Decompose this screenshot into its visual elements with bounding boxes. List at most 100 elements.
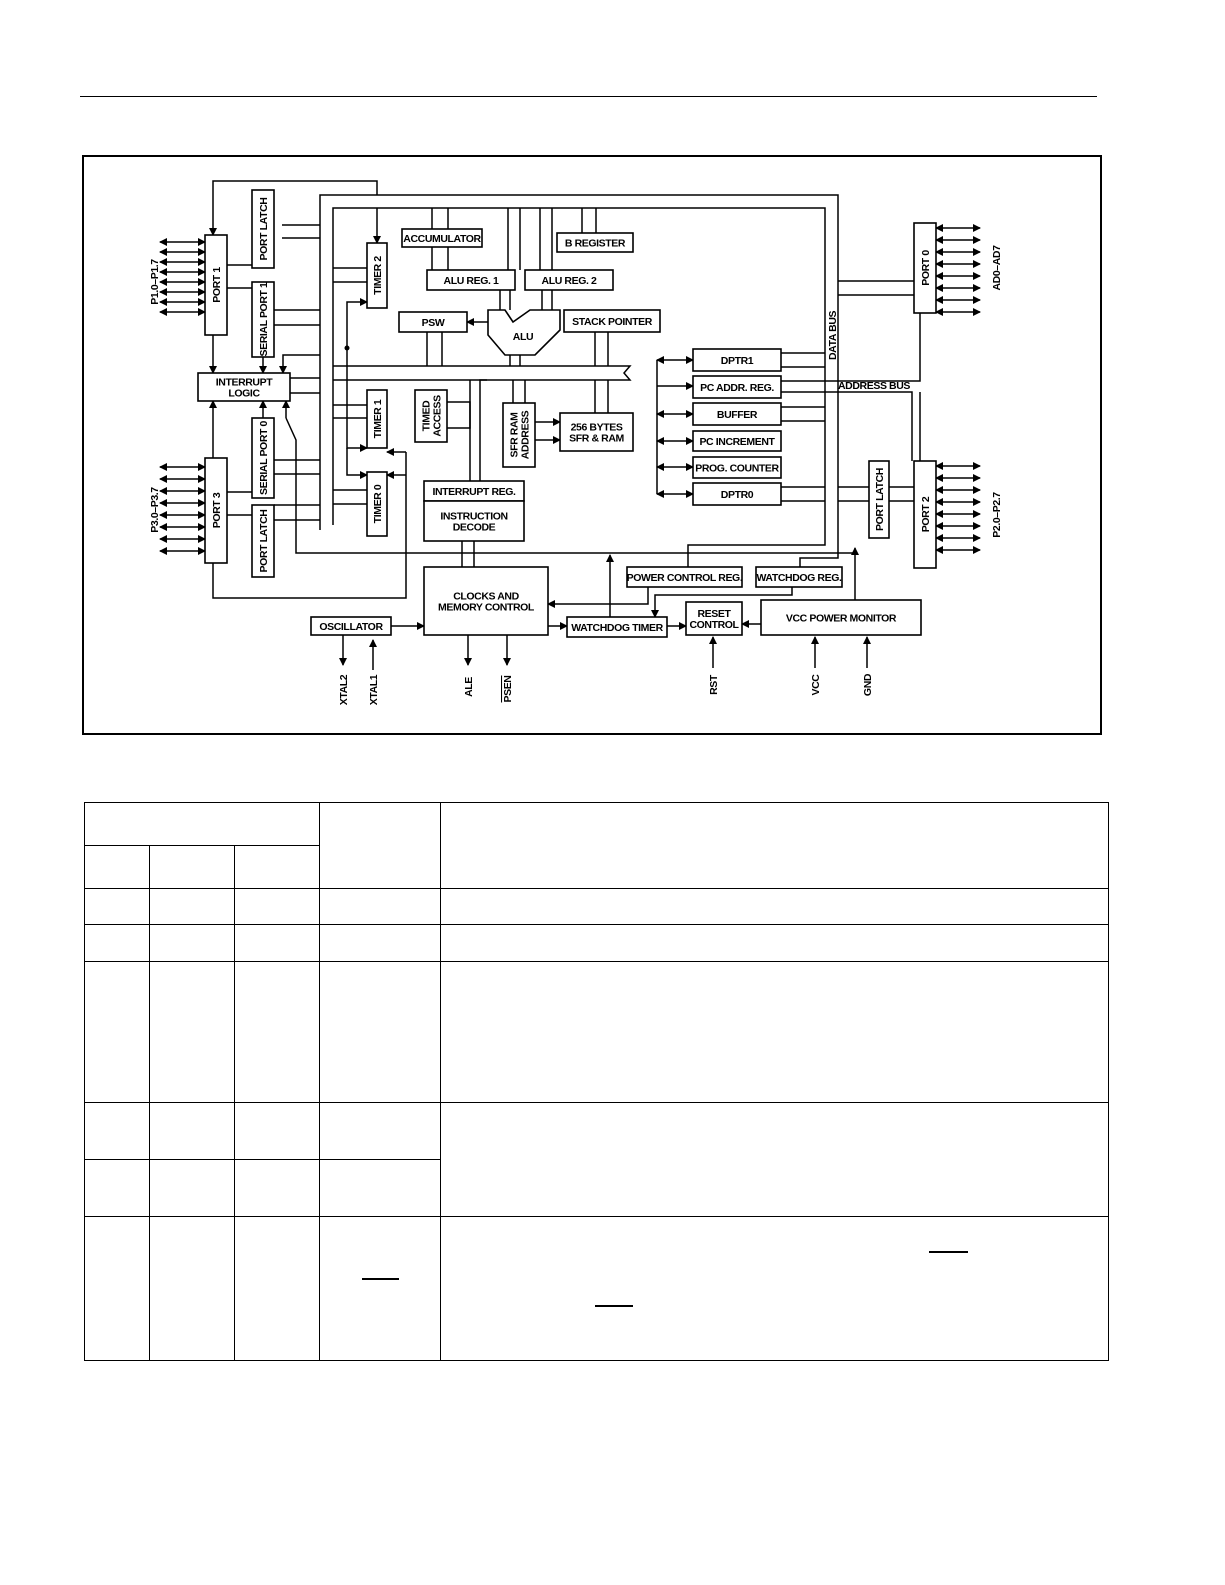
block-timer0: TIMER 0 (366, 471, 388, 537)
block-accumulator: ACCUMULATOR (401, 228, 483, 248)
block-label: RESET (697, 608, 731, 620)
block-label: PORT 1 (211, 267, 223, 303)
pin-label-rst: RST (708, 674, 720, 695)
block-label: MEMORY CONTROL (438, 602, 535, 614)
block-label: TIMER 1 (372, 399, 384, 438)
table-header-row (84, 802, 1109, 889)
block-label: SERIAL PORT 1 (258, 282, 270, 357)
block-prog-counter: PROG. COUNTER (692, 456, 782, 479)
block-serial-port-0: SERIAL PORT 0 (251, 417, 275, 499)
block-label: PORT LATCH (874, 468, 886, 531)
pin-label-psen: PSEN (502, 676, 514, 703)
block-label: ALU REG. 1 (444, 275, 499, 287)
block-label: B REGISTER (565, 238, 626, 250)
block-port1: PORT 1 (204, 234, 228, 336)
table-header-cell (149, 845, 235, 889)
pin-label-p1: P1.0–P1.7 (149, 259, 161, 305)
table-header-cell (440, 802, 1109, 889)
block-label: PORT 0 (920, 250, 932, 286)
block-label: PORT LATCH (258, 198, 270, 261)
block-b-register: B REGISTER (556, 232, 634, 253)
block-port0: PORT 0 (913, 222, 937, 314)
pin-label-gnd: GND (862, 673, 874, 696)
block-timer1: TIMER 1 (366, 389, 388, 449)
block-pc-increment: PC INCREMENT (692, 430, 782, 452)
table-row (84, 1102, 1109, 1217)
block-port3: PORT 3 (204, 457, 228, 564)
block-stack-pointer: STACK POINTER (563, 309, 661, 333)
block-label: VCC POWER MONITOR (786, 613, 897, 625)
block-label: DECODE (453, 522, 496, 534)
table-header-cell (234, 845, 320, 889)
table-row (84, 1159, 1109, 1217)
block-label: PSW (422, 317, 445, 329)
block-label: CLOCKS AND (453, 591, 519, 603)
block-label: ACCUMULATOR (403, 233, 481, 245)
block-port-latch-3: PORT LATCH (251, 504, 275, 578)
block-power-control-reg: POWER CONTROL REG. (626, 566, 743, 588)
block-label: 256 BYTES (571, 422, 623, 434)
block-label: PORT LATCH (258, 510, 270, 573)
overline-mark (595, 1305, 633, 1307)
table-header-cell (319, 802, 441, 889)
block-label: INTERRUPT (216, 377, 273, 389)
block-label: WATCHDOG TIMER (571, 622, 663, 634)
header-rule (80, 96, 1097, 97)
block-label: ADDRESS (520, 410, 532, 459)
pin-label-p2: P2.0–P2.7 (991, 492, 1003, 538)
block-alu-reg2: ALU REG. 2 (524, 269, 614, 291)
table-header-cell (84, 845, 150, 889)
block-label: INSTRUCTION (440, 511, 507, 523)
block-label: PC ADDR. REG. (700, 382, 774, 394)
table-header-cell (84, 802, 320, 846)
block-label: PROG. COUNTER (695, 463, 779, 475)
overline-mark (362, 1278, 399, 1280)
block-label: ALU REG. 2 (542, 275, 597, 287)
block-pc-addr-reg: PC ADDR. REG. (692, 375, 782, 399)
block-label: DPTR1 (721, 355, 754, 367)
block-label: STACK POINTER (572, 316, 653, 328)
data-bus-label: DATA BUS (827, 311, 839, 360)
block-label: SFR RAM (509, 412, 521, 458)
block-label: CONTROL (689, 619, 739, 631)
block-label: DPTR0 (721, 489, 754, 501)
block-interrupt-reg: INTERRUPT REG. (423, 480, 525, 502)
table-subheader-row (84, 845, 1109, 889)
block-alu-reg1: ALU REG. 1 (426, 269, 516, 291)
pin-label-ale: ALE (463, 677, 475, 697)
block-label: PORT 3 (211, 492, 223, 528)
table-row (84, 1216, 1109, 1361)
block-dptr0: DPTR0 (692, 482, 782, 506)
alu-label: ALU (513, 331, 533, 343)
block-label: LOGIC (228, 388, 260, 400)
block-psw: PSW (398, 311, 468, 333)
block-port-latch-1: PORT LATCH (251, 189, 275, 269)
table-row (84, 961, 1109, 1103)
block-label: BUFFER (717, 409, 758, 421)
block-watchdog-timer: WATCHDOG TIMER (566, 616, 668, 638)
block-serial-port-1: SERIAL PORT 1 (251, 281, 275, 358)
block-buffer: BUFFER (692, 402, 782, 426)
block-label: TIMER 2 (372, 256, 384, 295)
overline-mark (929, 1251, 968, 1253)
block-label: ACCESS (432, 395, 444, 437)
diagram-frame (82, 155, 1102, 735)
block-vcc-power-monitor: VCC POWER MONITOR (760, 599, 922, 636)
pin-label-p0: AD0–AD7 (991, 245, 1003, 291)
pin-label-xtal2: XTAL2 (338, 674, 350, 705)
block-label: PC INCREMENT (699, 436, 775, 448)
block-label: INTERRUPT REG. (432, 486, 516, 498)
block-label: SFR & RAM (569, 433, 624, 445)
table-row (84, 924, 1109, 962)
block-port2: PORT 2 (913, 460, 937, 569)
block-label: TIMER 0 (372, 484, 384, 523)
table-row (84, 888, 1109, 925)
